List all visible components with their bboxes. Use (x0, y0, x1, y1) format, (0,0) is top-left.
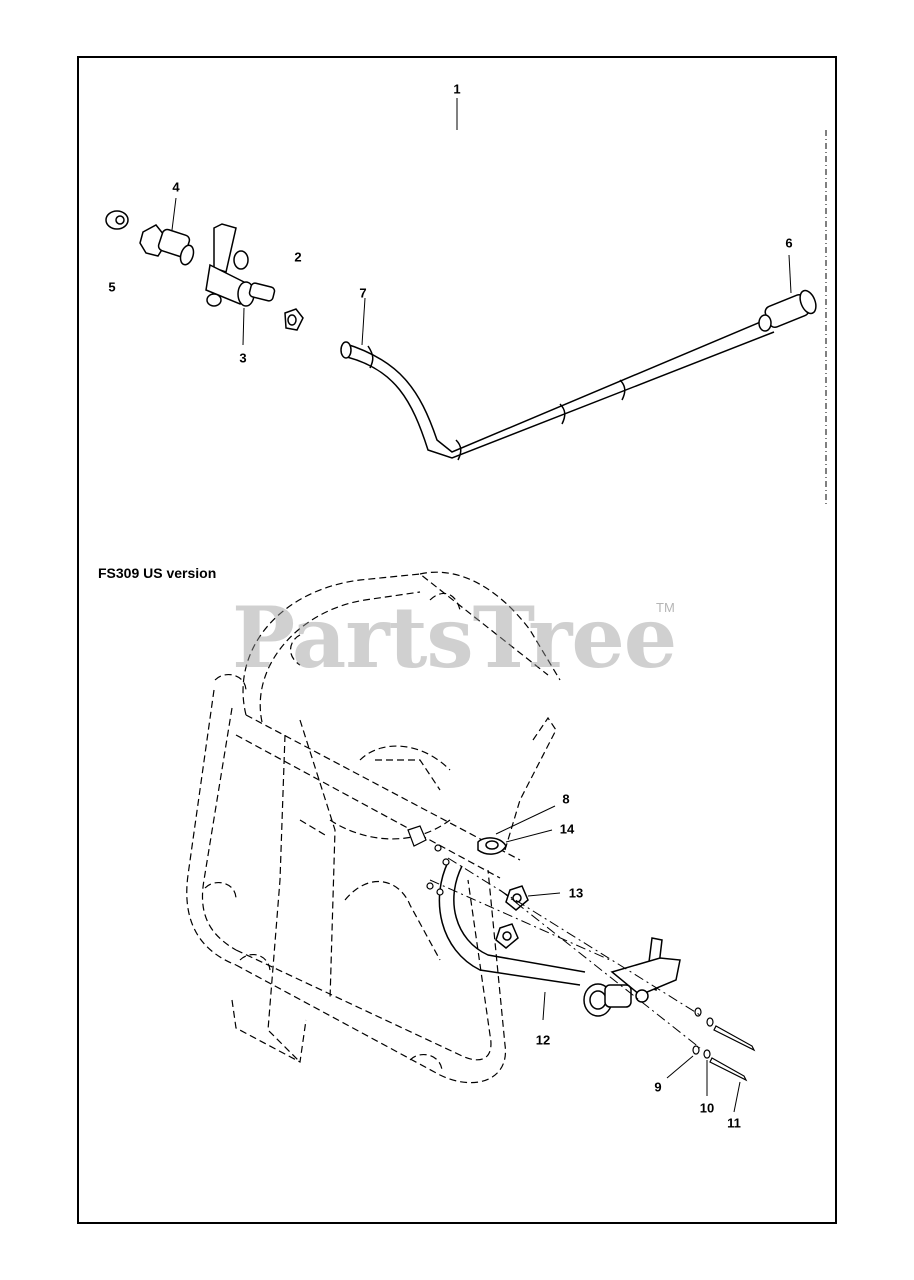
diagram-frame (77, 56, 837, 1224)
callout-3: 3 (239, 350, 247, 366)
assembly-hidden-lines (429, 857, 701, 1049)
callout-9: 9 (654, 1079, 662, 1095)
callout-14: 14 (559, 821, 575, 837)
watermark-trademark: TM (656, 600, 675, 615)
part-2-3-valve (205, 223, 276, 346)
part-frame-outline (186, 571, 561, 1084)
callout-1: 1 (453, 81, 461, 97)
callout-13: 13 (568, 885, 584, 901)
callout-2: 2 (294, 249, 302, 265)
callout-7: 7 (359, 285, 367, 301)
part-7-fuel-hose (340, 297, 775, 461)
callout-10: 10 (699, 1100, 715, 1116)
small-hardware (407, 825, 450, 896)
callout-6: 6 (785, 235, 793, 251)
part-fuel-valve-lower (583, 937, 681, 1017)
watermark: PartsTree (232, 588, 677, 687)
callout-5: 5 (108, 279, 116, 295)
part-9-11-screws (666, 1007, 756, 1113)
part-12-hose (438, 861, 586, 1021)
part-4-fitting (139, 197, 195, 266)
callout-12: 12 (535, 1032, 551, 1048)
callout-11: 11 (727, 1115, 741, 1131)
version-caption: FS309 US version (98, 565, 217, 581)
callout-8: 8 (562, 791, 570, 807)
callout-4: 4 (172, 179, 180, 195)
part-13-grommets (495, 885, 561, 949)
part-6-hose-fitting (758, 254, 817, 332)
part-5-washer (105, 210, 129, 230)
part-14-bracket (477, 805, 556, 855)
part-hose-clip (284, 308, 304, 331)
